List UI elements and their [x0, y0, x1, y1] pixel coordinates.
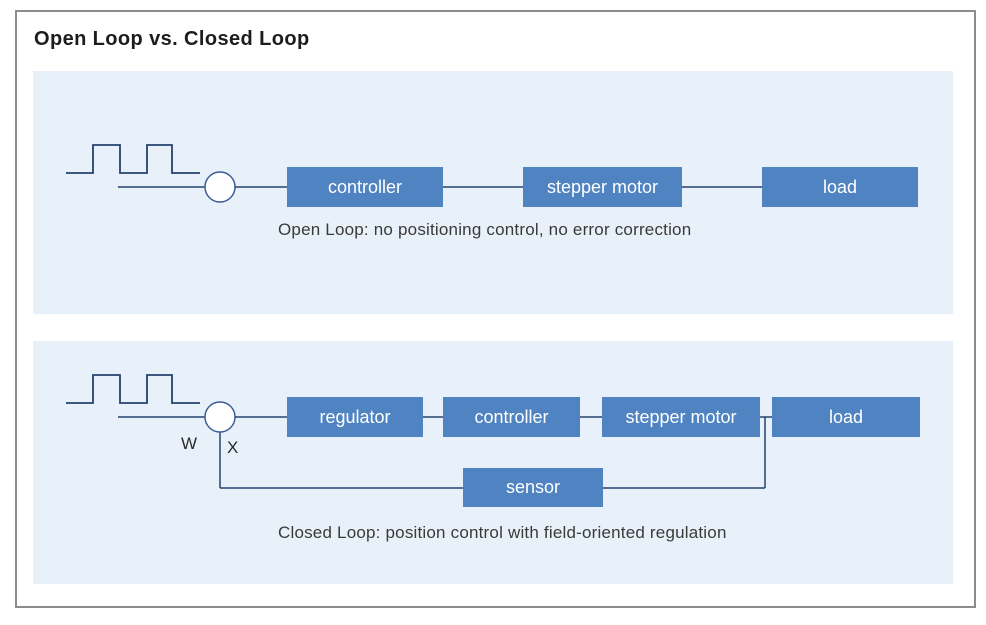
block-stepper-motor: stepper motor: [523, 167, 682, 207]
block-load: load: [762, 167, 918, 207]
setpoint-label-w: W: [181, 434, 198, 453]
page-title: Open Loop vs. Closed Loop: [34, 28, 310, 50]
block-load-label: load: [828, 406, 864, 427]
open-loop-panel: controller stepper motor load Open Loop:…: [33, 71, 953, 314]
block-load-label: load: [822, 176, 858, 197]
closed-loop-wiring: [66, 374, 772, 489]
block-regulator-label: regulator: [319, 406, 391, 427]
block-controller-label: controller: [327, 176, 403, 197]
block-load: load: [772, 397, 920, 437]
block-controller: controller: [287, 167, 443, 207]
closed-loop-panel: regulator controller stepper motor load …: [33, 341, 953, 584]
pulse-signal-icon: [66, 374, 200, 404]
open-loop-caption: Open Loop: no positioning control, no er…: [278, 220, 692, 239]
block-controller: controller: [443, 397, 580, 437]
closed-loop-caption: Closed Loop: position control with field…: [278, 523, 727, 542]
block-stepper-motor-label: stepper motor: [625, 406, 737, 427]
block-stepper-motor-label: stepper motor: [546, 176, 659, 197]
summing-junction-icon: [204, 171, 236, 203]
open-loop-wiring: [66, 144, 762, 203]
summing-junction-icon: [204, 401, 236, 433]
block-sensor-label: sensor: [505, 477, 561, 497]
block-controller-label: controller: [474, 406, 549, 427]
feedback-label-x: X: [227, 438, 239, 457]
pulse-signal-icon: [66, 144, 200, 174]
block-sensor: sensor: [463, 468, 603, 507]
block-stepper-motor: stepper motor: [602, 397, 760, 437]
block-regulator: regulator: [287, 397, 423, 437]
